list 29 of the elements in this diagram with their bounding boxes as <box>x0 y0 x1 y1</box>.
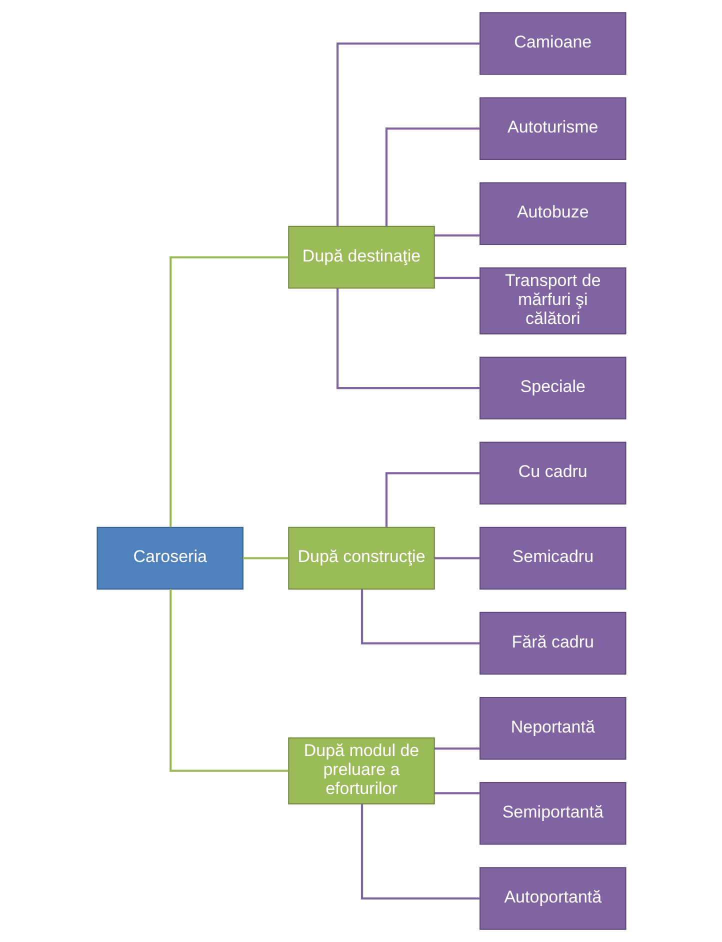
connector <box>384 472 480 527</box>
node-box: După construcţie <box>288 526 434 590</box>
connector <box>336 42 480 226</box>
connector <box>336 288 480 390</box>
node-box: Camioane <box>479 12 626 75</box>
node-box: Speciale <box>479 356 626 420</box>
node-box: Semiportantă <box>479 782 626 845</box>
connector <box>434 792 480 794</box>
node-box: Neportantă <box>479 696 626 760</box>
node-box: Autoturisme <box>479 97 626 160</box>
connector <box>360 804 480 900</box>
connector <box>384 128 480 226</box>
connector <box>434 557 480 560</box>
node-box: Caroseria <box>96 526 243 590</box>
node-box: Fără cadru <box>479 612 626 675</box>
node-box: Semicadru <box>479 526 626 590</box>
node-box: După modul de preluare a eforturilor <box>288 737 434 804</box>
node-box: Autobuze <box>479 182 626 246</box>
node-box: Autoportantă <box>479 867 626 930</box>
connector <box>242 557 288 560</box>
connector <box>434 747 480 750</box>
connector <box>169 589 288 772</box>
connector <box>434 234 480 237</box>
connector <box>360 589 480 644</box>
node-box: Cu cadru <box>479 442 626 504</box>
node-box: Transport de mărfuri şi călători <box>479 267 626 334</box>
node-box: După destinaţie <box>288 226 434 289</box>
connector <box>169 256 288 528</box>
connector <box>434 276 480 280</box>
